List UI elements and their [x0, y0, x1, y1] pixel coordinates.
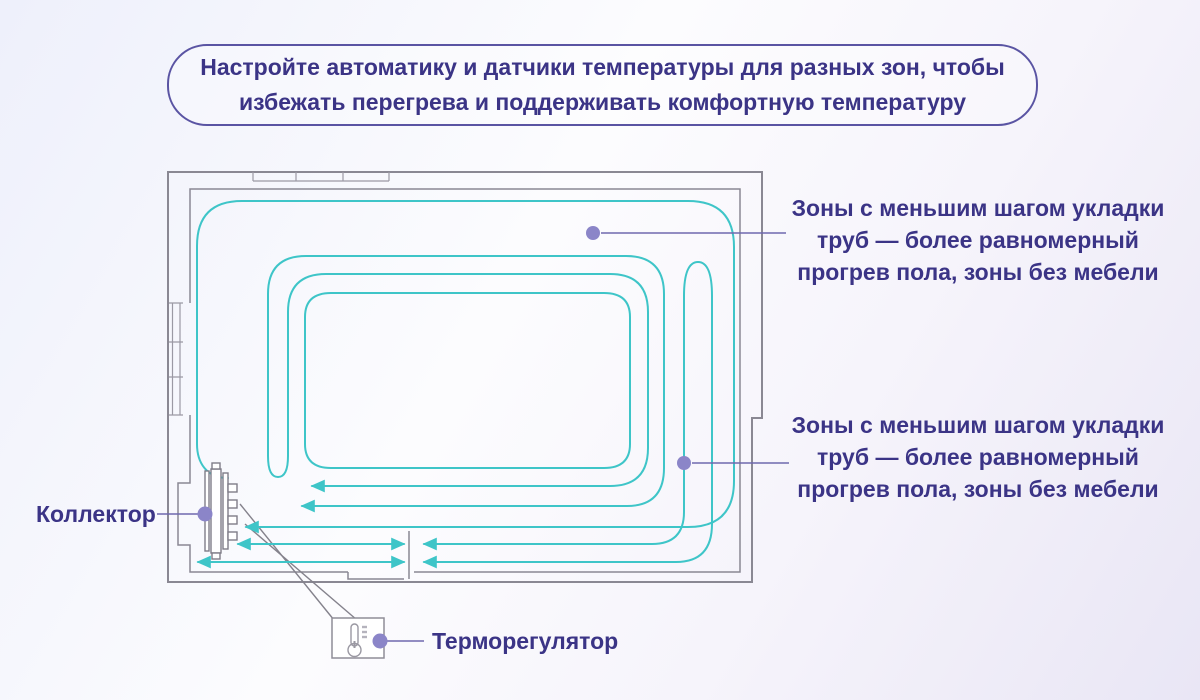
collector-port: [227, 499, 238, 509]
zone-top-note: Зоны с меньшим шагом укладки труб — боле…: [788, 192, 1168, 288]
marker-dots: [197, 226, 691, 649]
zone-bottom-note: Зоны с меньшим шагом укладки труб — боле…: [788, 409, 1168, 505]
zone-note-line: труб — более равномерный: [817, 227, 1139, 253]
collector-bar: [222, 472, 229, 550]
banner-callout: Настройте автоматику и датчики температу…: [167, 44, 1038, 126]
leader-lines: [157, 232, 789, 642]
collector-port: [227, 531, 238, 541]
pipe-perimeter-loop: [196, 200, 735, 534]
pipe-inner-loop: [304, 292, 631, 469]
collector-port: [227, 515, 238, 525]
pipe-spiral-loop: [267, 255, 665, 513]
zone-note-line: Зоны с меньшим шагом укладки: [791, 412, 1165, 438]
floor-plan-walls: [167, 171, 763, 583]
thermostat: [331, 617, 385, 659]
banner-line: избежать перегрева и поддерживать комфор…: [238, 89, 966, 115]
thermostat-label: Терморегулятор: [432, 628, 619, 654]
windows: [169, 172, 390, 416]
thermostat-dot: [372, 633, 388, 649]
top-window: [252, 172, 390, 182]
collector-label: Коллектор: [36, 501, 156, 527]
zone-note-line: прогрев пола, зоны без мебели: [797, 259, 1159, 285]
outer-wall: [167, 171, 763, 583]
collector-dot: [197, 506, 213, 522]
zone-note-line: Зоны с меньшим шагом укладки: [791, 195, 1165, 221]
inner-wall: [189, 188, 741, 573]
thermometer-icon: [347, 623, 367, 658]
collector-port: [227, 483, 238, 493]
inner-wall-left-lower: [177, 415, 348, 573]
collector-bar: [210, 468, 222, 554]
heating-pipe-loops: [196, 200, 735, 569]
zone-note-line: прогрев пола, зоны без мебели: [797, 476, 1159, 502]
zone-top-dot: [586, 226, 600, 240]
collector-stub: [211, 462, 221, 470]
zone-note-line: труб — более равномерный: [817, 444, 1139, 470]
inner-wall-door-step: [347, 572, 404, 580]
zone-bottom-dot: [677, 456, 691, 470]
banner-line: Настройте автоматику и датчики температу…: [200, 54, 1005, 80]
collector-stub: [211, 552, 221, 560]
left-window: [169, 302, 183, 416]
pipe-right-serpentine: [422, 260, 713, 569]
